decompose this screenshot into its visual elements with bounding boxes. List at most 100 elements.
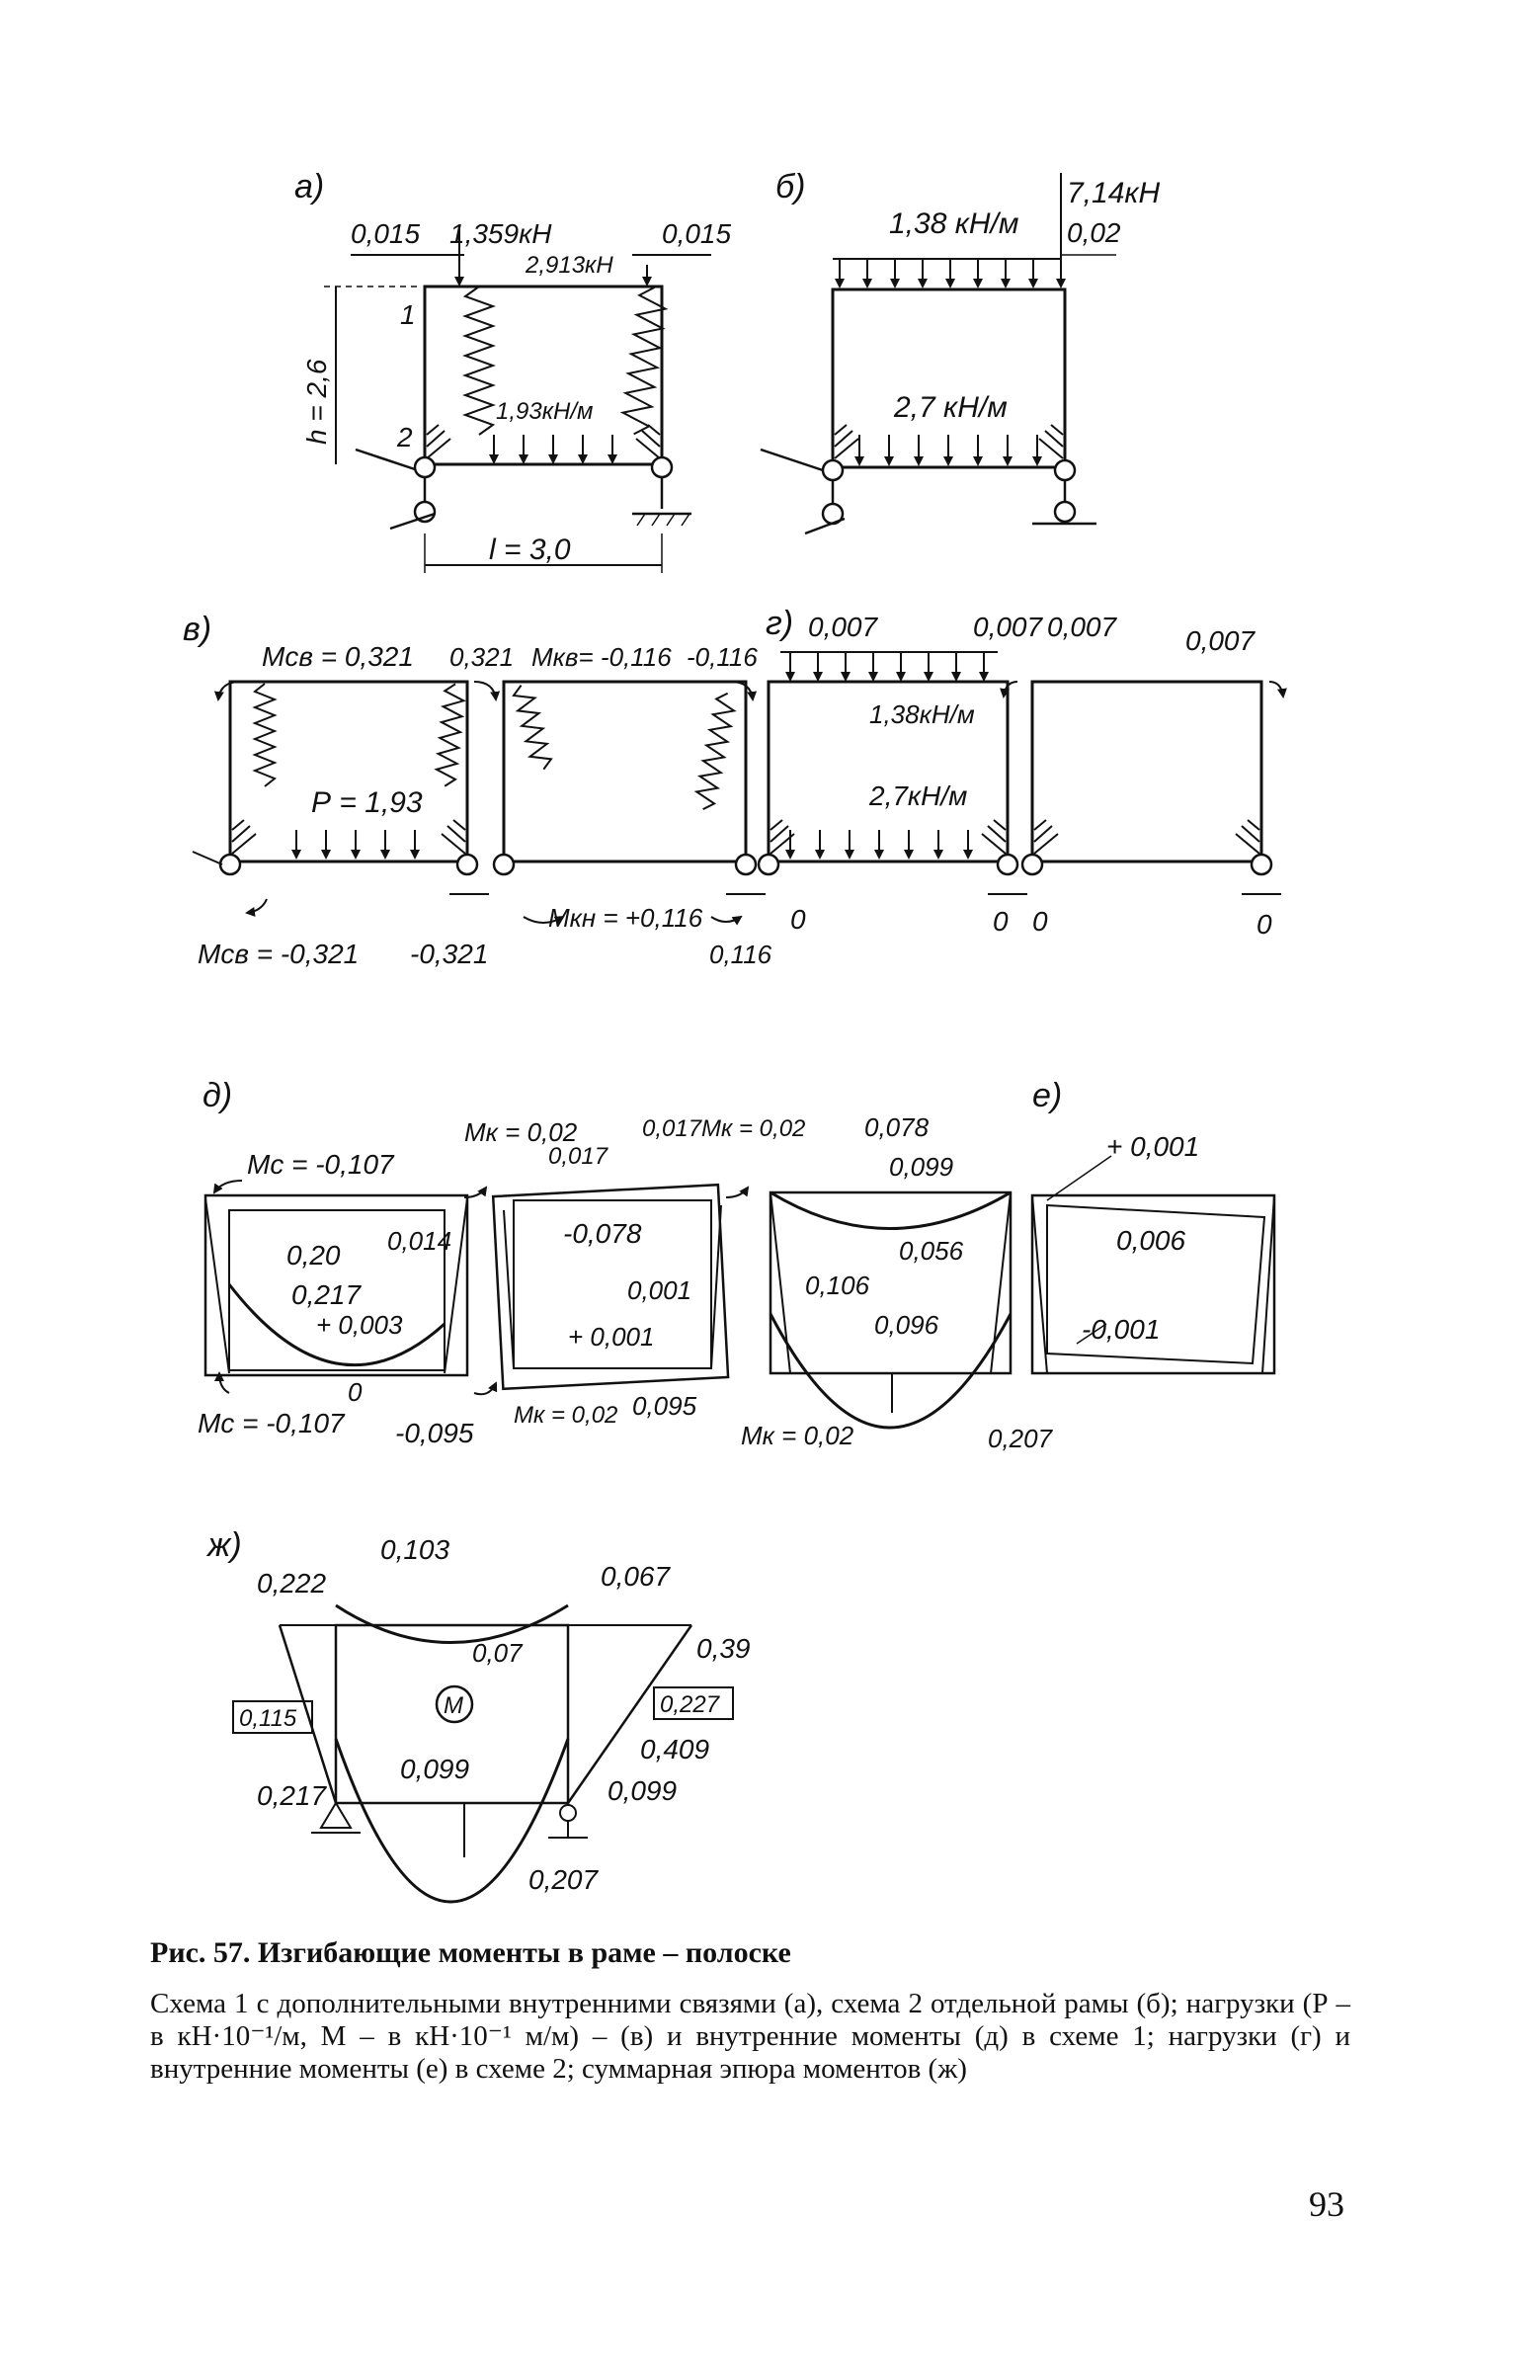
panel-zh <box>232 1603 734 1904</box>
zh-boxed-left: 0,115 <box>239 1705 297 1732</box>
g-v1: 0,007 <box>808 612 878 642</box>
d-v0078: 0,078 <box>864 1112 930 1142</box>
g-v2: 0,007 <box>973 612 1043 642</box>
b-bottom-load: 2,7 кН/м <box>893 391 1008 424</box>
d-v0017b: 0,017 <box>642 1115 703 1142</box>
label-zh: ж) <box>205 1526 242 1564</box>
d-v0207: 0,207 <box>988 1424 1054 1453</box>
frame-a <box>423 285 664 466</box>
a-load-point: 1,359кН <box>449 218 552 249</box>
label-b: б) <box>775 168 805 205</box>
b-top-load: 1,38 кН/м <box>889 207 1018 240</box>
figure-57: а) 0,015 1,359кН 0,015 2,913кН h = 2,6 1… <box>183 168 1287 1904</box>
d-v0014: 0,014 <box>387 1226 451 1256</box>
zh-v0067: 0,067 <box>601 1561 671 1592</box>
zh-m-label: М <box>444 1692 463 1719</box>
bottom-arrows-g <box>785 830 973 860</box>
g-v4: 0,007 <box>1185 625 1256 656</box>
panel-a <box>324 229 711 573</box>
d-vm0078: -0,078 <box>563 1218 642 1249</box>
g-zero3: 0 <box>1256 909 1272 940</box>
label-e: е) <box>1032 1077 1062 1114</box>
zh-v039: 0,39 <box>696 1633 751 1664</box>
a-dim-left: 0,015 <box>351 218 420 249</box>
frame-g1 <box>767 680 1010 863</box>
zh-v0217: 0,217 <box>257 1780 327 1811</box>
figure-caption-body: Схема 1 с дополнительными внутренними св… <box>150 1988 1350 2085</box>
v-m-top-kv: Мкв= -0,116 <box>531 642 672 672</box>
hatch-bl-a <box>426 424 451 459</box>
g-zero2: 0 <box>1032 906 1048 937</box>
g-zero1: 0 <box>993 906 1009 937</box>
v-m-top-mid: 0,321 <box>449 642 514 672</box>
v-m-kn: Мкн = +0,116 <box>548 903 703 933</box>
bottom-arrows-b <box>854 435 1042 466</box>
frame-b <box>831 287 1067 469</box>
zh-v0103: 0,103 <box>380 1534 449 1565</box>
label-a: а) <box>294 168 324 205</box>
d-mk-bottom2: Мк = 0,02 <box>741 1421 854 1450</box>
v-m-bottom-left: Мсв = -0,321 <box>198 939 359 969</box>
spring-left-a <box>462 286 496 436</box>
label-d: д) <box>203 1077 232 1114</box>
zh-v0099a: 0,099 <box>400 1754 469 1784</box>
d-v020: 0,20 <box>286 1240 341 1271</box>
v-zero: 0 <box>790 904 806 935</box>
d-mc-bottom: Мс = -0,107 <box>198 1408 346 1438</box>
d-vp0001: + 0,001 <box>568 1322 654 1352</box>
panel-b <box>760 173 1116 535</box>
d-v0003: + 0,003 <box>316 1310 403 1340</box>
d-vm0095: -0,095 <box>395 1418 474 1448</box>
zh-v0409: 0,409 <box>640 1734 709 1764</box>
panel-d <box>203 1180 1013 1430</box>
panel-g <box>757 651 1287 895</box>
panel-v <box>192 680 766 926</box>
v-p-label: Р = 1,93 <box>311 786 423 819</box>
zh-v0099b: 0,099 <box>608 1775 677 1806</box>
v-bottom-right: 0,116 <box>709 940 772 969</box>
d-mc-top: Мс = -0,107 <box>247 1149 395 1180</box>
d-mk-bottom1: Мк = 0,02 <box>514 1402 617 1429</box>
d-mk-top2: Мк = 0,02 <box>701 1115 805 1142</box>
e-v2: 0,006 <box>1116 1225 1185 1256</box>
d-v0099: 0,099 <box>889 1152 953 1182</box>
a-span: l = 3,0 <box>489 533 571 566</box>
d-v0106: 0,106 <box>805 1271 870 1300</box>
d-mk-top1: Мк = 0,02 <box>464 1117 578 1147</box>
a-load-spring: 2,913кН <box>525 252 613 279</box>
a-node1: 1 <box>400 299 416 330</box>
v-m-bottom-mid: -0,321 <box>410 939 488 969</box>
v-m-top-left: Мсв = 0,321 <box>262 641 414 672</box>
zh-v0222: 0,222 <box>257 1568 326 1599</box>
a-dist-load: 1,93кН/м <box>496 398 594 425</box>
top-arrows-g <box>785 652 989 682</box>
frame-v1 <box>228 680 469 863</box>
page-number: 93 <box>1309 2184 1344 2224</box>
hatch-br-a <box>635 424 661 459</box>
spring-right-a <box>619 286 669 436</box>
figure-caption-title: Рис. 57. Изгибающие моменты в раме – пол… <box>150 1936 791 1969</box>
zh-boxed-right: 0,227 <box>660 1691 721 1718</box>
e-v3: -0,001 <box>1082 1314 1160 1345</box>
panel-e <box>1030 1155 1276 1375</box>
d-v0056: 0,056 <box>899 1236 964 1266</box>
v-m-top-kv2: -0,116 <box>687 642 758 672</box>
g-bottom-load: 2,7кН/м <box>868 780 967 811</box>
b-point-load: 7,14кН <box>1067 177 1161 209</box>
d-zero: 0 <box>348 1377 363 1407</box>
label-g: г) <box>766 605 793 642</box>
frame-v2 <box>502 680 748 863</box>
d-v0001: 0,001 <box>627 1275 691 1305</box>
zh-v0207: 0,207 <box>528 1864 599 1895</box>
a-dim-right: 0,015 <box>662 218 731 249</box>
a-node2: 2 <box>396 422 413 452</box>
g-v3: 0,007 <box>1047 612 1117 642</box>
a-height: h = 2,6 <box>301 359 332 445</box>
d-v0217: 0,217 <box>291 1279 362 1310</box>
top-arrows-b <box>835 259 1038 288</box>
d-v0096: 0,096 <box>874 1310 939 1340</box>
b-offset: 0,02 <box>1067 217 1121 248</box>
frame-g2 <box>1030 680 1263 863</box>
g-top-load: 1,38кН/м <box>869 699 975 729</box>
e-v1: + 0,001 <box>1106 1131 1199 1162</box>
